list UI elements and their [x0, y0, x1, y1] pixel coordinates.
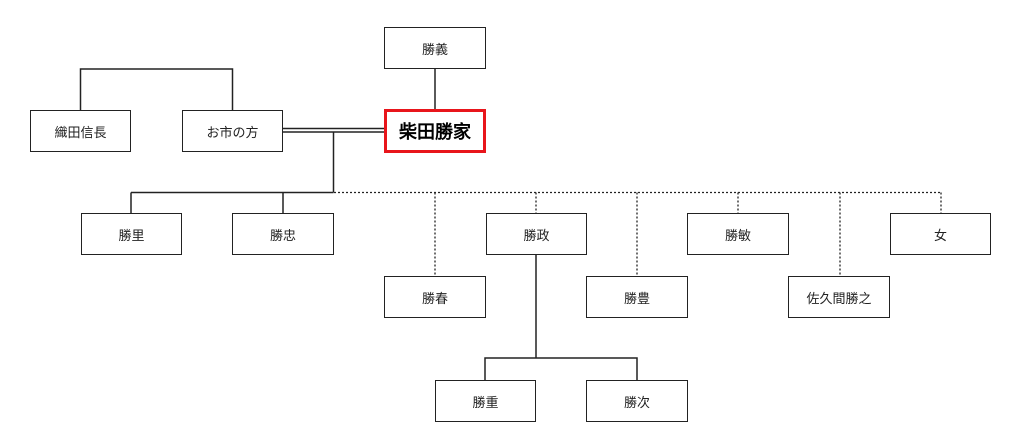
node-child: 勝春 — [384, 276, 486, 318]
node-oda-nobunaga: 織田信長 — [30, 110, 131, 152]
node-child: 佐久間勝之 — [788, 276, 890, 318]
line-katsumasa-children — [484, 255, 638, 380]
node-child: 女 — [890, 213, 991, 255]
node-child: 勝敏 — [687, 213, 789, 255]
line-oda-oichi — [79, 68, 234, 110]
node-oichi: お市の方 — [182, 110, 283, 152]
node-katsuyoshi: 勝義 — [384, 27, 486, 69]
node-child: 勝里 — [81, 213, 182, 255]
node-child: 勝政 — [486, 213, 587, 255]
node-child: 勝忠 — [232, 213, 334, 255]
node-shibata-katsuie: 柴田勝家 — [384, 109, 486, 153]
drop-dotted — [434, 192, 942, 276]
node-grandchild: 勝重 — [435, 380, 536, 422]
node-grandchild: 勝次 — [586, 380, 688, 422]
line-children-solid — [130, 191, 334, 213]
node-child: 勝豊 — [586, 276, 688, 318]
